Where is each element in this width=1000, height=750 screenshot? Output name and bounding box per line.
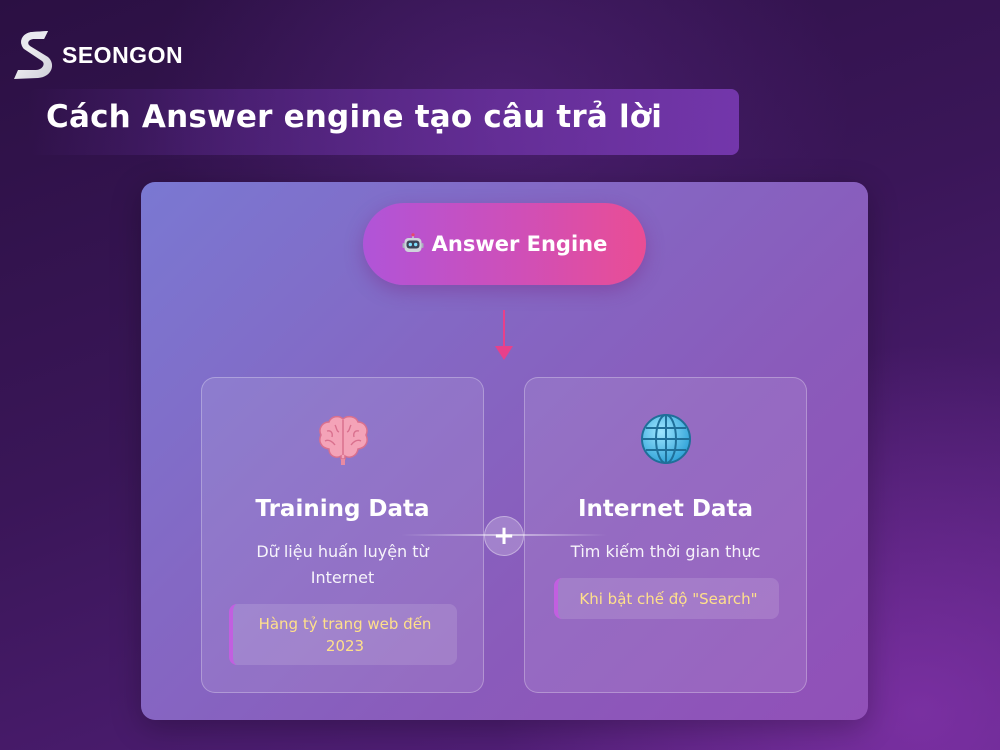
answer-engine-node: Answer Engine bbox=[363, 203, 646, 285]
answer-engine-label: Answer Engine bbox=[431, 232, 608, 256]
plus-connector: + bbox=[484, 516, 524, 556]
brand-logo: SEONGON bbox=[12, 28, 183, 82]
globe-icon bbox=[641, 414, 691, 464]
title-banner bbox=[28, 89, 739, 155]
page-title: Cách Answer engine tạo câu trả lời bbox=[46, 99, 663, 135]
training-data-tag: Hàng tỷ trang web đến 2023 bbox=[229, 604, 457, 665]
internet-data-subtitle: Tìm kiếm thời gian thực bbox=[570, 542, 761, 561]
plus-symbol: + bbox=[493, 521, 515, 551]
internet-data-tag: Khi bật chế độ "Search" bbox=[554, 578, 779, 619]
brain-icon bbox=[319, 415, 368, 465]
robot-icon bbox=[402, 233, 424, 252]
seongon-logo-icon bbox=[14, 31, 53, 79]
internet-data-title: Internet Data bbox=[578, 496, 753, 522]
brand-name: SEONGON bbox=[62, 41, 184, 68]
down-arrow-icon bbox=[495, 310, 513, 360]
training-data-subtitle: Dữ liệu huấn luyện từ Internet bbox=[256, 542, 429, 587]
training-data-title: Training Data bbox=[255, 496, 430, 522]
